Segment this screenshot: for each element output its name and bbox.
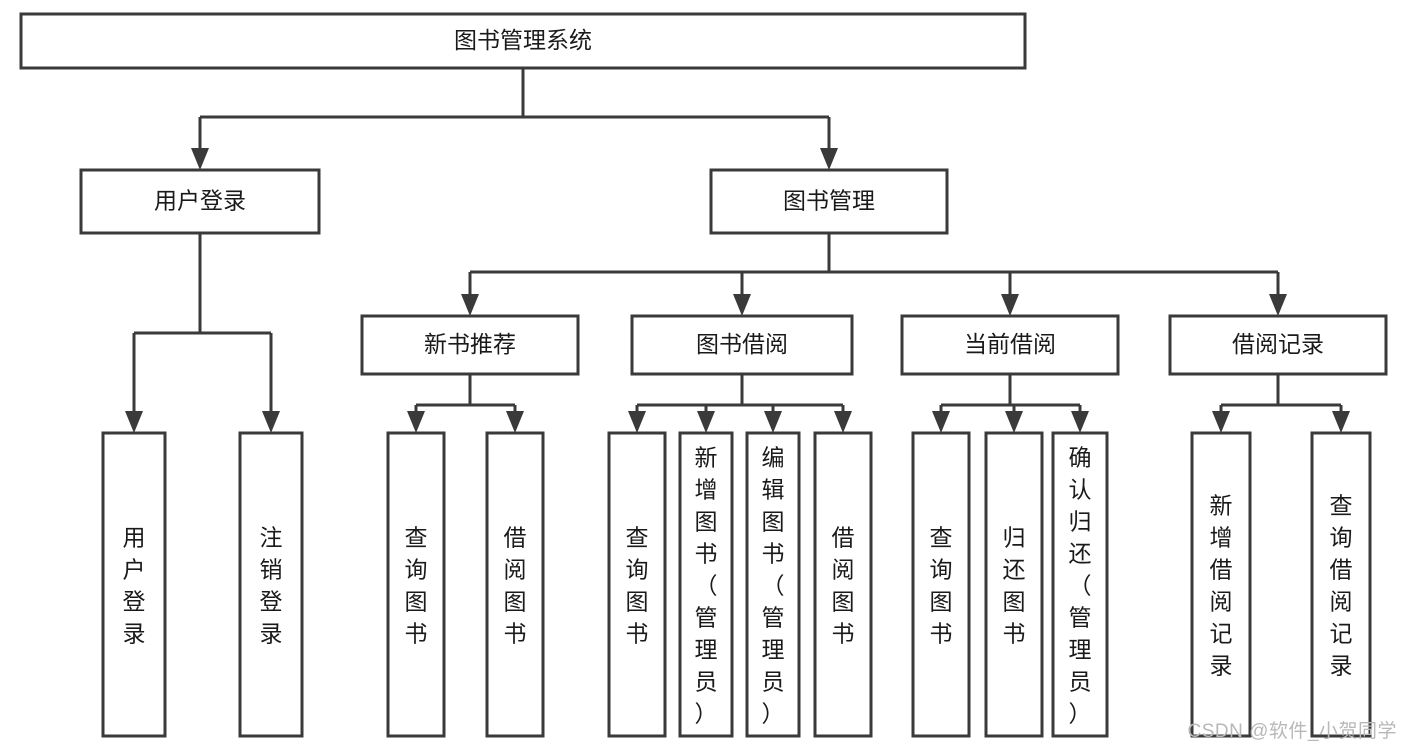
node-leaf-add-borrow-record[interactable]: 新增借阅记录 [1190, 431, 1252, 738]
node-label-leaf-borrow-book-2: 借阅图书 [832, 524, 855, 646]
arrow-head-icon [834, 411, 852, 433]
node-borrow-record[interactable]: 借阅记录 [1168, 314, 1388, 376]
node-leaf-query-book-2[interactable]: 查询图书 [607, 431, 667, 738]
node-leaf-add-book-admin[interactable]: 新增图书（管理员） [678, 431, 734, 738]
node-leaf-edit-book-admin[interactable]: 编辑图书（管理员） [745, 431, 801, 738]
node-box-borrow-record [1168, 314, 1388, 376]
node-book-manage[interactable]: 图书管理 [709, 168, 949, 235]
node-label-leaf-query-book-2: 查询图书 [626, 524, 649, 646]
node-label-leaf-query-borrow-record: 查询借阅记录 [1330, 492, 1353, 678]
arrow-head-icon [764, 411, 782, 433]
arrow-head-icon [733, 294, 751, 316]
node-label-borrow-record: 借阅记录 [1232, 331, 1324, 357]
node-label-user-login: 用户登录 [154, 188, 246, 214]
node-box-root [19, 12, 1027, 70]
edge-group-book-manage [461, 233, 1287, 316]
edge-group-user-login [125, 233, 280, 433]
arrow-head-icon [125, 411, 143, 433]
node-box-leaf-borrow-book-1 [485, 431, 545, 738]
node-label-leaf-borrow-book-1: 借阅图书 [504, 524, 527, 646]
arrow-head-icon [1005, 411, 1023, 433]
node-label-leaf-add-borrow-record: 新增借阅记录 [1210, 492, 1233, 678]
node-box-leaf-edit-book-admin [745, 431, 801, 738]
node-label-leaf-query-book-1: 查询图书 [405, 524, 428, 646]
arrow-head-icon [1212, 411, 1230, 433]
node-box-leaf-borrow-book-2 [813, 431, 873, 738]
arrow-head-icon [1332, 411, 1350, 433]
node-current-borrow[interactable]: 当前借阅 [900, 314, 1120, 376]
node-box-leaf-add-borrow-record [1190, 431, 1252, 738]
node-leaf-borrow-book-1[interactable]: 借阅图书 [485, 431, 545, 738]
node-label-root: 图书管理系统 [454, 27, 592, 53]
node-label-leaf-user-logout: 注销登录 [260, 524, 283, 646]
node-label-leaf-user-login: 用户登录 [123, 524, 146, 646]
node-leaf-borrow-book-2[interactable]: 借阅图书 [813, 431, 873, 738]
arrow-head-icon [461, 294, 479, 316]
arrow-head-icon [697, 411, 715, 433]
node-box-current-borrow [900, 314, 1120, 376]
node-box-book-borrow [630, 314, 854, 376]
node-label-book-borrow: 图书借阅 [696, 331, 788, 357]
node-leaf-user-logout[interactable]: 注销登录 [238, 431, 304, 738]
node-label-book-manage: 图书管理 [783, 188, 875, 214]
node-label-leaf-confirm-return-admin: 确认归还（管理员） [1069, 444, 1092, 726]
arrow-head-icon [628, 411, 646, 433]
node-box-leaf-confirm-return-admin [1051, 431, 1109, 738]
arrow-head-icon [262, 411, 280, 433]
node-box-leaf-query-borrow-record [1310, 431, 1372, 738]
arrow-head-icon [1071, 411, 1089, 433]
node-label-leaf-return-book: 归还图书 [1003, 524, 1026, 646]
edge-group-current-borrow [932, 374, 1089, 433]
node-leaf-query-borrow-record[interactable]: 查询借阅记录 [1310, 431, 1372, 738]
node-leaf-user-login[interactable]: 用户登录 [101, 431, 167, 738]
edge-group-borrow-record [1212, 374, 1350, 433]
node-leaf-confirm-return-admin[interactable]: 确认归还（管理员） [1051, 431, 1109, 738]
node-box-new-book-recommend [360, 314, 580, 376]
node-boxes-layer: 图书管理系统用户登录图书管理新书推荐图书借阅当前借阅借阅记录用户登录注销登录查询… [19, 12, 1388, 738]
node-new-book-recommend[interactable]: 新书推荐 [360, 314, 580, 376]
node-label-leaf-edit-book-admin: 编辑图书（管理员） [762, 444, 785, 726]
arrow-head-icon [1001, 294, 1019, 316]
arrow-head-icon [932, 411, 950, 433]
node-box-leaf-user-login [101, 431, 167, 738]
node-leaf-return-book[interactable]: 归还图书 [984, 431, 1044, 738]
edge-group-book-borrow [628, 374, 852, 433]
node-user-login[interactable]: 用户登录 [79, 168, 321, 235]
node-box-leaf-user-logout [238, 431, 304, 738]
node-box-user-login [79, 168, 321, 235]
node-label-current-borrow: 当前借阅 [964, 331, 1056, 357]
node-root[interactable]: 图书管理系统 [19, 12, 1027, 70]
node-box-leaf-query-book-3 [911, 431, 971, 738]
edge-group-root [191, 68, 838, 170]
node-label-leaf-query-book-3: 查询图书 [930, 524, 953, 646]
node-box-leaf-query-book-1 [386, 431, 446, 738]
node-leaf-query-book-1[interactable]: 查询图书 [386, 431, 446, 738]
connector-edges-layer [125, 68, 1350, 433]
node-label-leaf-add-book-admin: 新增图书（管理员） [695, 444, 718, 726]
node-box-leaf-query-book-2 [607, 431, 667, 738]
arrow-head-icon [407, 411, 425, 433]
node-box-leaf-return-book [984, 431, 1044, 738]
node-box-book-manage [709, 168, 949, 235]
edge-group-new-book-recommend [407, 374, 524, 433]
node-label-new-book-recommend: 新书推荐 [424, 331, 516, 357]
arrow-head-icon [1269, 294, 1287, 316]
arrow-head-icon [820, 148, 838, 170]
node-book-borrow[interactable]: 图书借阅 [630, 314, 854, 376]
arrow-head-icon [191, 148, 209, 170]
arrow-head-icon [506, 411, 524, 433]
node-leaf-query-book-3[interactable]: 查询图书 [911, 431, 971, 738]
node-box-leaf-add-book-admin [678, 431, 734, 738]
